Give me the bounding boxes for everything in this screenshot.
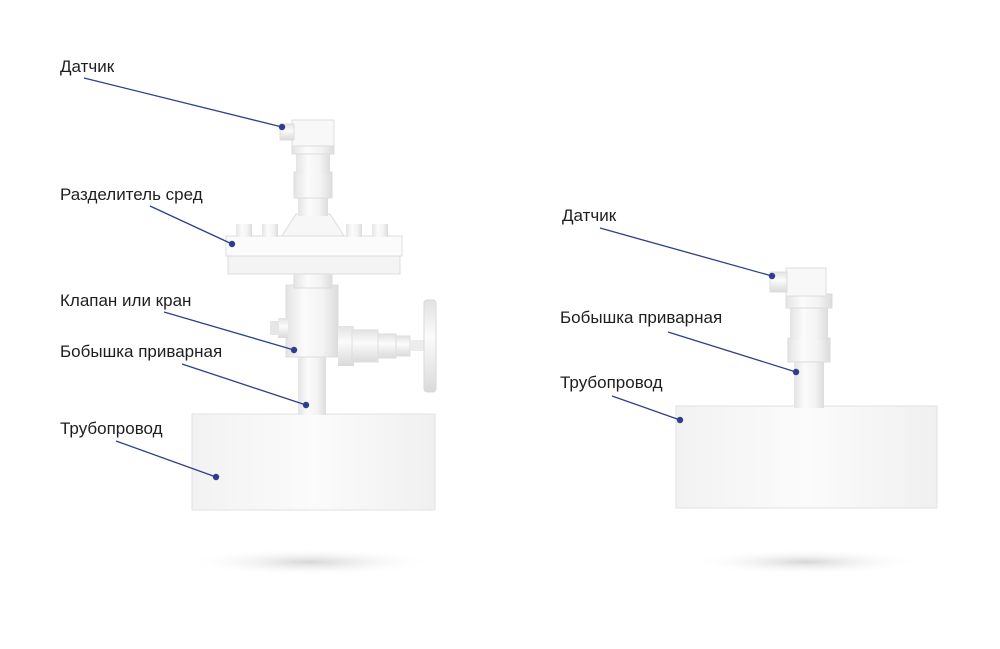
label-left-valve: Клапан или кран	[60, 291, 192, 310]
label-right-sensor: Датчик	[562, 206, 617, 225]
left-flange-top	[225, 235, 403, 257]
left-valve-cap	[278, 318, 288, 338]
left-separator-dome	[281, 213, 345, 237]
left-sensor-body	[296, 152, 330, 174]
left-valve-body	[285, 284, 339, 358]
dot-r-pipe	[676, 416, 684, 424]
leader-l-boss	[181, 363, 307, 406]
label-right-boss: Бобышка приварная	[560, 308, 723, 327]
left-sensor-nut	[293, 171, 333, 199]
left-flange-bolt-1	[236, 224, 252, 237]
right-callouts	[599, 227, 800, 424]
right-assembly	[675, 267, 938, 509]
left-assembly-shadow	[185, 548, 435, 576]
left-weld-boss	[298, 355, 326, 415]
leader-l-separator	[149, 205, 233, 245]
left-valve-stem-nut2	[377, 333, 397, 359]
left-flange-bolt-3	[346, 224, 362, 237]
left-callouts	[83, 77, 310, 481]
right-sensor-body	[790, 306, 828, 340]
left-pipe	[191, 413, 436, 511]
leader-r-boss	[667, 331, 797, 373]
left-valve-stem-nut1	[351, 329, 379, 363]
left-valve-cap-knob	[270, 321, 279, 335]
left-valve-stem-nut3	[395, 335, 411, 357]
right-sensor-head	[785, 267, 827, 297]
leader-r-sensor	[599, 227, 773, 277]
right-pipe	[675, 405, 938, 509]
right-sensor-nut	[787, 337, 831, 363]
left-flange-bolt-2	[262, 224, 278, 237]
leader-l-valve	[163, 311, 295, 351]
dot-l-separator	[228, 240, 236, 248]
leader-r-pipe	[611, 395, 681, 421]
right-assembly-shadow	[691, 549, 921, 575]
dot-l-sensor	[278, 123, 286, 131]
dot-l-valve	[290, 346, 298, 354]
label-right-pipe: Трубопровод	[560, 373, 663, 392]
left-valve-stem-collar	[338, 326, 354, 366]
leader-l-pipe	[115, 440, 217, 478]
right-weld-boss	[794, 360, 824, 408]
left-flange-bolt-4	[372, 224, 388, 237]
left-assembly	[191, 119, 437, 511]
left-valve-handwheel	[423, 299, 437, 393]
dot-l-boss	[302, 401, 310, 409]
label-left-separator: Разделитель сред	[60, 185, 203, 204]
label-left-boss: Бобышка приварная	[60, 342, 223, 361]
left-flange-bottom	[227, 253, 401, 275]
dot-l-pipe	[212, 473, 220, 481]
dot-r-boss	[792, 368, 800, 376]
left-valve-stem-rod	[410, 340, 424, 351]
label-left-sensor: Датчик	[60, 57, 115, 76]
leader-l-sensor	[83, 77, 283, 128]
dot-r-sensor	[768, 272, 776, 280]
left-sensor-neck	[298, 196, 328, 216]
left-sensor-head	[291, 119, 335, 147]
label-left-pipe: Трубопровод	[60, 419, 163, 438]
